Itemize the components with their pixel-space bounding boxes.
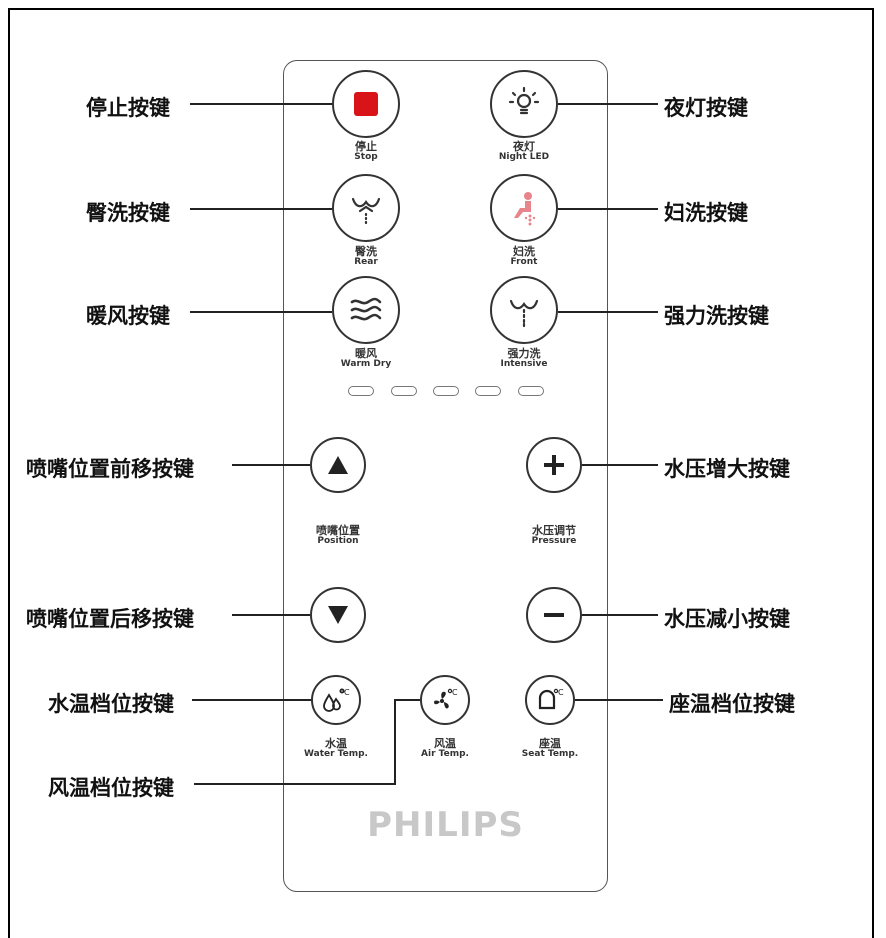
callout-seat-temp: 座温档位按键 bbox=[669, 692, 795, 716]
leader-line-stop bbox=[190, 103, 332, 105]
leader-line-rear-wash bbox=[190, 208, 332, 210]
level-indicator-4 bbox=[475, 386, 501, 396]
position-caption-zh: 喷嘴位置 bbox=[316, 524, 360, 537]
seat-temp-caption-zh: 座温 bbox=[539, 737, 561, 750]
pressure-caption: 水压调节 Pressure bbox=[494, 524, 614, 547]
plus-icon bbox=[542, 453, 566, 477]
level-indicator-3 bbox=[433, 386, 459, 396]
leader-line-air-temp-vertical bbox=[394, 699, 396, 785]
rear-wash-button[interactable] bbox=[332, 174, 400, 242]
callout-front-wash: 妇洗按键 bbox=[664, 201, 748, 225]
svg-text:C: C bbox=[344, 688, 350, 697]
callout-intensive: 强力洗按键 bbox=[664, 304, 769, 328]
callout-night-light: 夜灯按键 bbox=[664, 96, 748, 120]
pressure-caption-en: Pressure bbox=[531, 536, 577, 547]
leader-line-air-temp-top bbox=[394, 699, 420, 701]
rear-wash-icon bbox=[346, 188, 386, 228]
minus-icon bbox=[542, 603, 566, 627]
wave-icon bbox=[346, 290, 386, 330]
leader-line-night-light bbox=[558, 103, 658, 105]
leader-line-pressure-up bbox=[582, 464, 658, 466]
front-wash-caption: 妇洗 Front bbox=[464, 245, 584, 268]
warm-dry-caption-zh: 暖风 bbox=[355, 347, 377, 360]
intensive-caption: 强力洗 Intensive bbox=[464, 347, 584, 370]
leader-line-front-wash bbox=[558, 208, 658, 210]
bulb-icon bbox=[504, 84, 544, 124]
callout-pressure-down: 水压减小按键 bbox=[664, 607, 790, 631]
up-triangle-icon bbox=[326, 454, 350, 476]
water-temp-caption: 水温 Water Temp. bbox=[276, 737, 396, 760]
leader-line-nozzle-back bbox=[232, 614, 310, 616]
intensive-caption-zh: 强力洗 bbox=[507, 347, 541, 360]
callout-nozzle-forward: 喷嘴位置前移按键 bbox=[26, 457, 194, 481]
stop-caption-en: Stop bbox=[354, 152, 378, 163]
water-temp-caption-en: Water Temp. bbox=[304, 749, 368, 760]
rear-wash-caption: 臀洗 Rear bbox=[306, 245, 426, 268]
stop-square-icon bbox=[351, 89, 381, 119]
leader-line-water-temp bbox=[192, 699, 311, 701]
level-indicator-2 bbox=[391, 386, 417, 396]
svg-text:C: C bbox=[452, 688, 458, 697]
leader-line-nozzle-forward bbox=[232, 464, 310, 466]
leader-line-warm-air bbox=[190, 311, 332, 313]
warm-dry-caption: 暖风 Warm Dry bbox=[306, 347, 426, 370]
nozzle-back-button[interactable] bbox=[310, 587, 366, 643]
night-led-caption: 夜灯 Night LED bbox=[464, 140, 584, 163]
night-led-caption-zh: 夜灯 bbox=[513, 140, 535, 153]
callout-air-temp: 风温档位按键 bbox=[48, 776, 174, 800]
front-caption-en: Front bbox=[510, 257, 538, 268]
front-wash-button[interactable] bbox=[490, 174, 558, 242]
rear-caption-en: Rear bbox=[354, 257, 378, 268]
pressure-caption-zh: 水压调节 bbox=[532, 524, 576, 537]
rear-caption-zh: 臀洗 bbox=[355, 245, 377, 258]
callout-water-temp: 水温档位按键 bbox=[48, 692, 174, 716]
level-indicator-5 bbox=[518, 386, 544, 396]
warm-dry-caption-en: Warm Dry bbox=[340, 359, 392, 370]
seat-temp-icon: C bbox=[534, 686, 566, 714]
stop-caption: 停止 Stop bbox=[306, 140, 426, 163]
seat-temp-caption-en: Seat Temp. bbox=[521, 749, 579, 760]
intensive-wash-icon bbox=[504, 290, 544, 330]
callout-stop: 停止按键 bbox=[86, 96, 170, 120]
diagram-frame bbox=[8, 8, 874, 938]
leader-line-seat-temp bbox=[575, 699, 663, 701]
water-drop-temp-icon: C bbox=[320, 686, 352, 714]
brand-logo: PHILIPS bbox=[367, 805, 524, 845]
leader-line-pressure-down bbox=[582, 614, 658, 616]
stop-caption-zh: 停止 bbox=[355, 140, 377, 153]
intensive-wash-button[interactable] bbox=[490, 276, 558, 344]
warm-dry-button[interactable] bbox=[332, 276, 400, 344]
night-led-button[interactable] bbox=[490, 70, 558, 138]
seat-temp-caption: 座温 Seat Temp. bbox=[490, 737, 610, 760]
callout-pressure-up: 水压增大按键 bbox=[664, 457, 790, 481]
level-indicator-1 bbox=[348, 386, 374, 396]
down-triangle-icon bbox=[326, 604, 350, 626]
leader-line-air-temp-bottom bbox=[194, 783, 396, 785]
water-temp-caption-zh: 水温 bbox=[325, 737, 347, 750]
air-temp-caption-zh: 风温 bbox=[434, 737, 456, 750]
air-temp-button[interactable]: C bbox=[420, 675, 470, 725]
leader-line-intensive bbox=[558, 311, 658, 313]
stop-button[interactable] bbox=[332, 70, 400, 138]
water-temp-button[interactable]: C bbox=[311, 675, 361, 725]
callout-warm-air: 暖风按键 bbox=[86, 304, 170, 328]
air-temp-caption-en: Air Temp. bbox=[421, 749, 469, 760]
front-caption-zh: 妇洗 bbox=[513, 245, 535, 258]
pressure-down-button[interactable] bbox=[526, 587, 582, 643]
intensive-caption-en: Intensive bbox=[500, 359, 548, 370]
callout-nozzle-back: 喷嘴位置后移按键 bbox=[26, 607, 194, 631]
position-caption-en: Position bbox=[317, 536, 359, 547]
air-temp-caption: 风温 Air Temp. bbox=[385, 737, 505, 760]
position-caption: 喷嘴位置 Position bbox=[278, 524, 398, 547]
night-led-caption-en: Night LED bbox=[498, 152, 550, 163]
seat-temp-button[interactable]: C bbox=[525, 675, 575, 725]
front-wash-icon bbox=[504, 188, 544, 228]
svg-text:C: C bbox=[558, 688, 564, 697]
nozzle-forward-button[interactable] bbox=[310, 437, 366, 493]
pressure-up-button[interactable] bbox=[526, 437, 582, 493]
fan-temp-icon: C bbox=[429, 686, 461, 714]
callout-rear-wash: 臀洗按键 bbox=[86, 201, 170, 225]
